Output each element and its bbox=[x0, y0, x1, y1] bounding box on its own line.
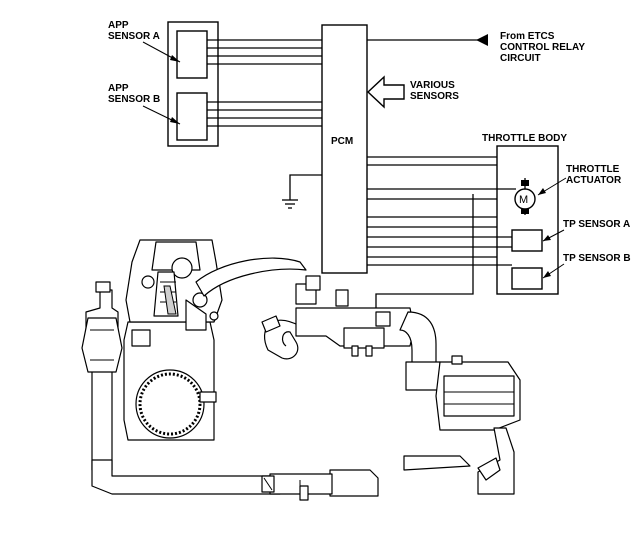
intake-runner bbox=[195, 257, 307, 297]
app-sensor-a-label: APP SENSOR A bbox=[108, 20, 160, 42]
throttle-body-label: THROTTLE BODY bbox=[482, 133, 567, 144]
from-etcs-label: From ETCS CONTROL RELAY CIRCUIT bbox=[500, 31, 588, 64]
pcm-label: PCM bbox=[331, 136, 353, 147]
ground-symbol bbox=[282, 174, 322, 209]
tp-sensor-a-box bbox=[511, 229, 543, 252]
various-sensors-arrow bbox=[366, 75, 405, 109]
throttle-body-wires bbox=[367, 156, 516, 266]
pcm-box bbox=[321, 24, 368, 274]
various-sensors-label: VARIOUS SENSORS bbox=[410, 80, 459, 102]
app-sensor-wires bbox=[207, 39, 322, 127]
throttle-actuator-label: THROTTLE ACTUATOR bbox=[566, 164, 622, 186]
throttle-body-cable bbox=[375, 194, 474, 312]
motor-symbol: M bbox=[519, 194, 528, 206]
engine-illustration bbox=[81, 239, 521, 501]
app-sensor-b-box bbox=[176, 92, 208, 141]
crank-pulley bbox=[135, 369, 205, 439]
app-sensor-a-box bbox=[176, 30, 208, 79]
tp-sensor-b-label: TP SENSOR B bbox=[563, 253, 631, 264]
tp-sensor-b-box bbox=[511, 267, 543, 290]
app-sensor-b-label: APP SENSOR B bbox=[108, 83, 160, 105]
throttle-body-part bbox=[375, 311, 391, 327]
etcs-arrow bbox=[476, 34, 488, 46]
throttle-actuator-motor: M bbox=[514, 178, 536, 215]
app-sensor-assembly bbox=[167, 21, 219, 147]
exhaust-manifold-left bbox=[85, 289, 119, 471]
tp-sensor-a-label: TP SENSOR A bbox=[563, 219, 630, 230]
